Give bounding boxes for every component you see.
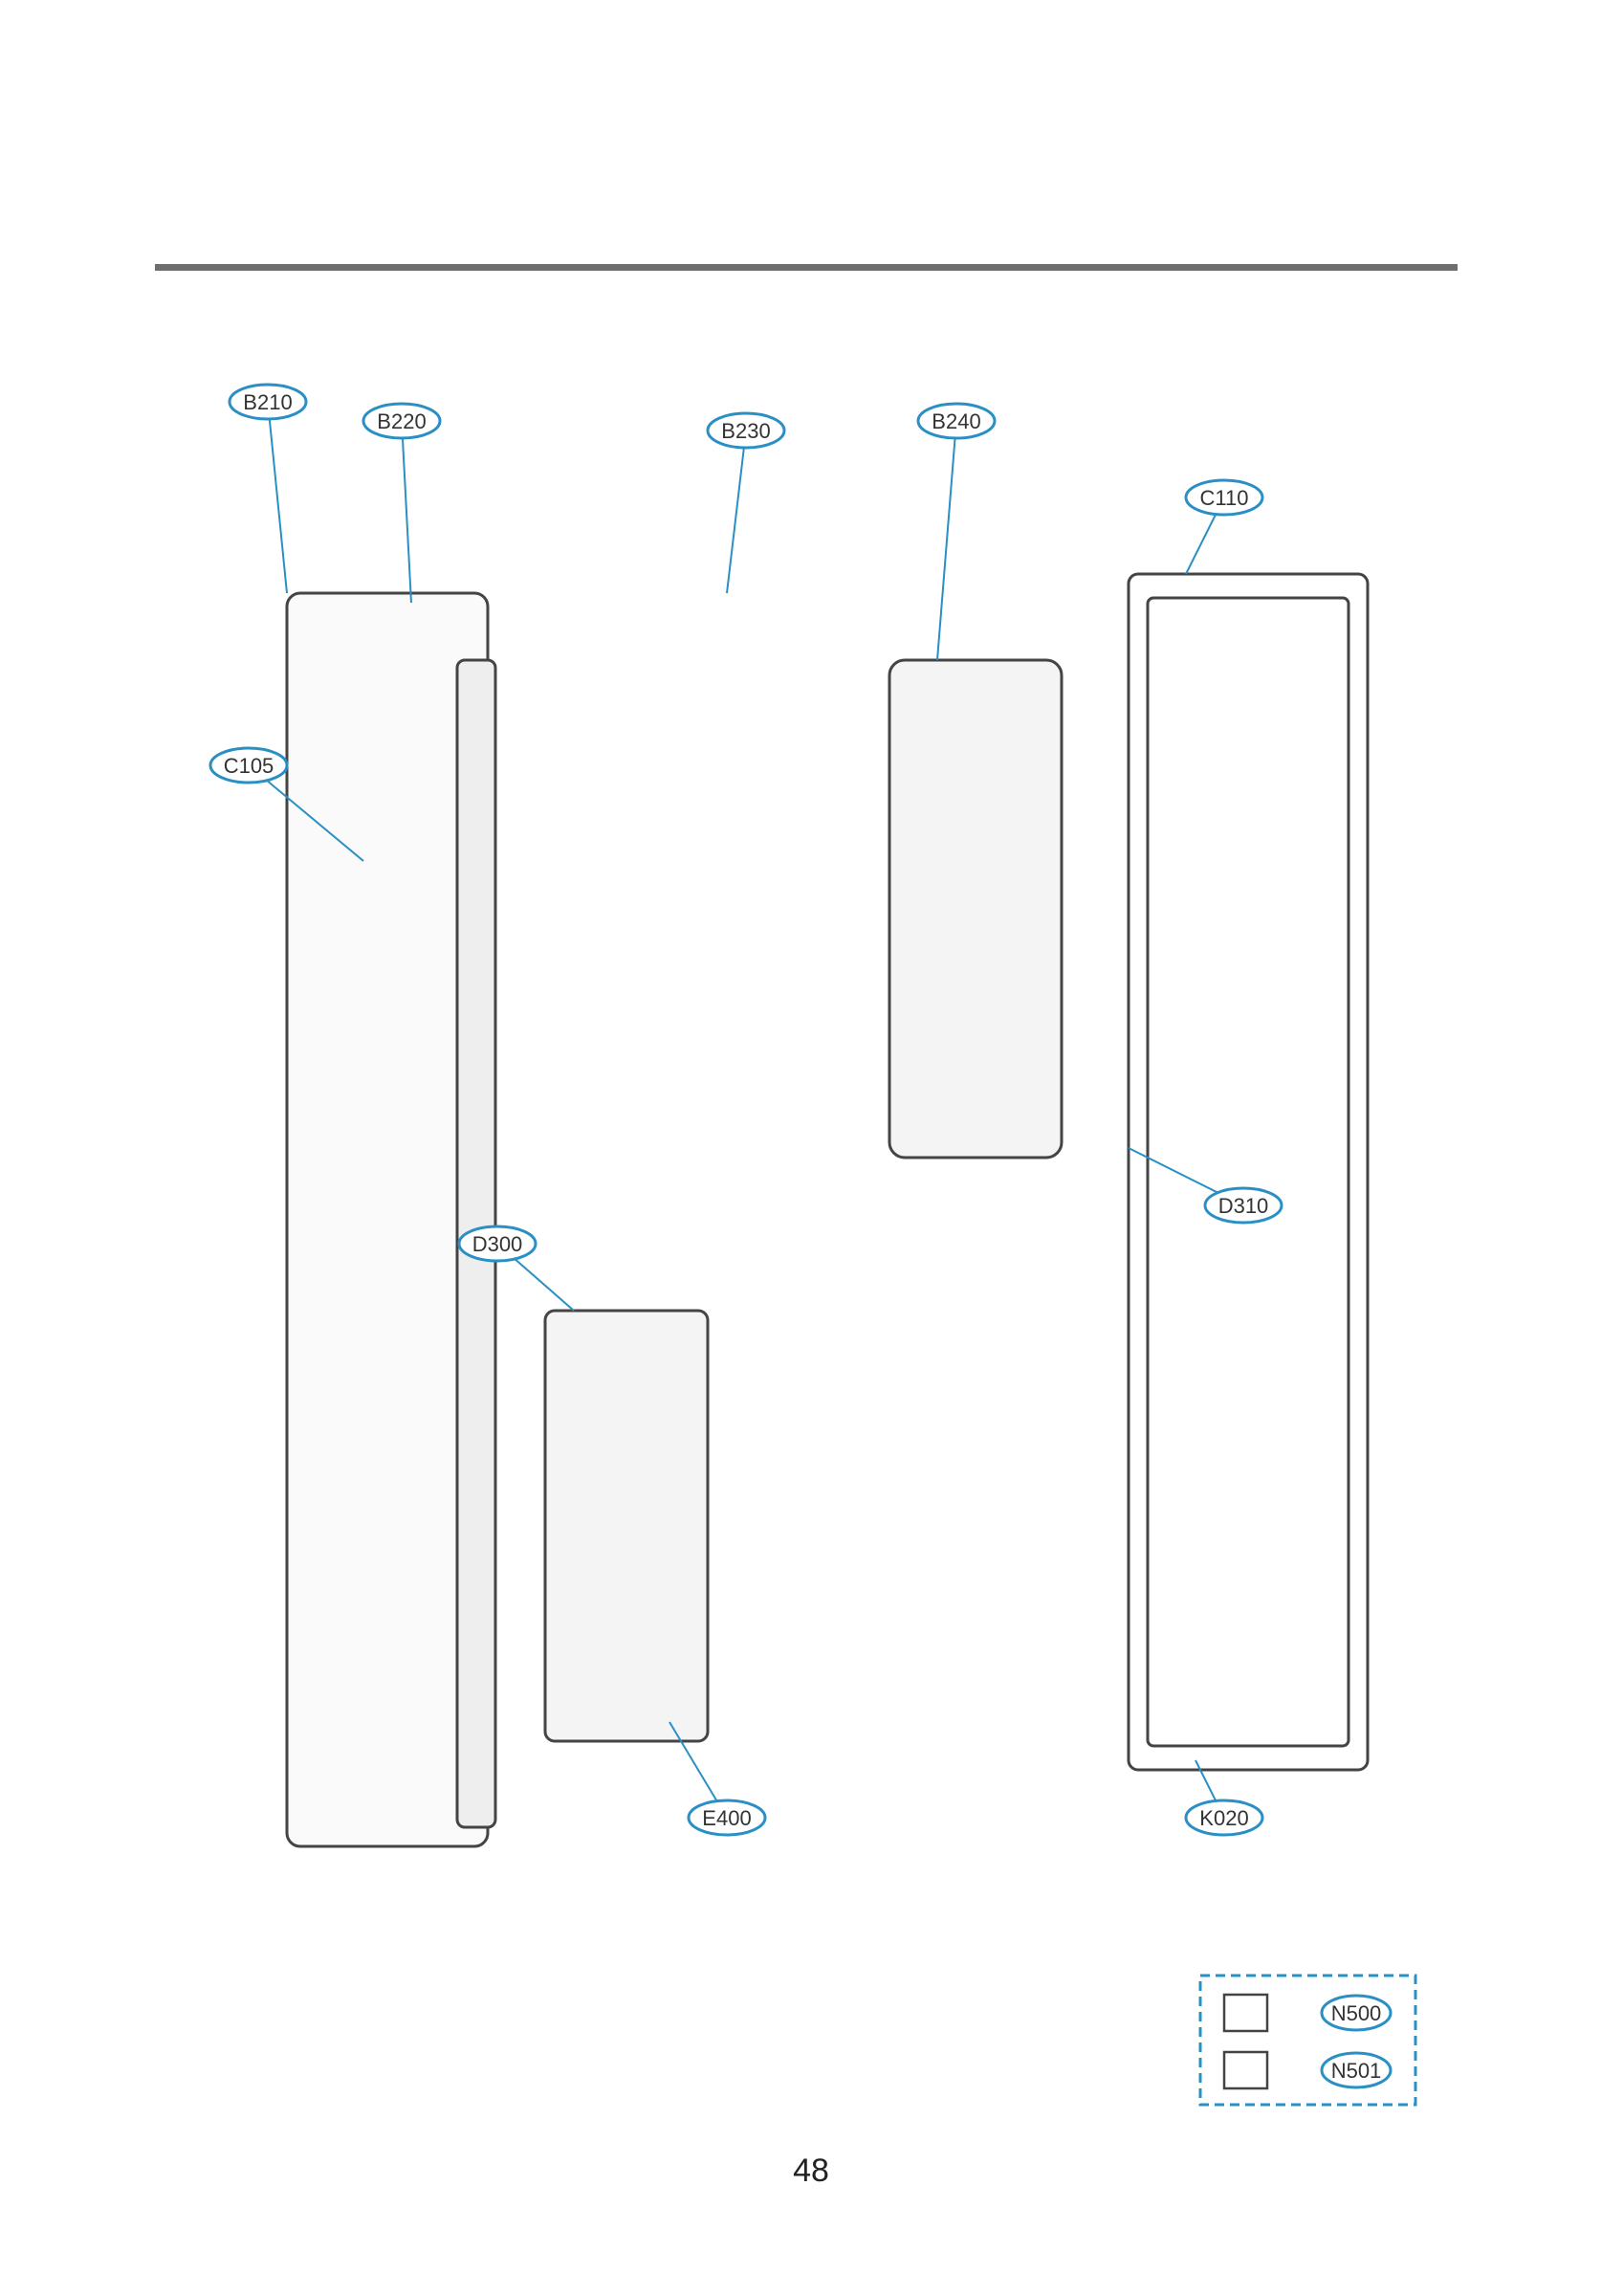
callout-bubble xyxy=(1184,1799,1264,1837)
kit-part-icon xyxy=(1222,1993,1269,2033)
callout-bubble xyxy=(362,402,442,440)
callout-bubble xyxy=(687,1799,767,1837)
callout-label: B240 xyxy=(932,409,980,433)
callout-bubble xyxy=(228,383,308,421)
callout-bubble xyxy=(1184,478,1264,517)
kit-item-bubble xyxy=(1320,2051,1393,2089)
callout-bubble xyxy=(916,402,997,440)
callout-bubble xyxy=(1203,1186,1283,1225)
callout-leader xyxy=(936,420,957,661)
callout-bubble xyxy=(208,746,289,784)
callout-bubble xyxy=(706,411,786,450)
kit-item-label: N500 xyxy=(1331,2001,1382,2025)
callout-label: C110 xyxy=(1200,486,1249,510)
callout-label: B220 xyxy=(377,409,426,433)
inner-tray xyxy=(888,658,1064,1159)
callout-leader xyxy=(726,430,747,594)
header-rule xyxy=(155,264,1458,271)
gasket-frame xyxy=(1127,572,1370,1772)
callout-leader xyxy=(401,420,412,604)
service-kit-group: N500 N501 xyxy=(1198,1974,1417,2107)
callout-label: K020 xyxy=(1199,1806,1248,1830)
service-kit-box xyxy=(1198,1974,1417,2107)
callout-label: C105 xyxy=(224,754,274,778)
callout-label: E400 xyxy=(702,1806,751,1830)
filter-cover xyxy=(543,1309,710,1743)
door-panel xyxy=(285,591,497,1848)
kit-part-icon xyxy=(1222,2050,1269,2090)
callout-label: B230 xyxy=(721,419,770,443)
callout-leader xyxy=(267,401,288,594)
callout-bubble xyxy=(457,1225,537,1263)
callout-label: D300 xyxy=(472,1232,523,1256)
page-number: 48 xyxy=(793,2152,829,2189)
kit-item-label: N501 xyxy=(1331,2059,1382,2083)
callout-label: D310 xyxy=(1218,1194,1269,1218)
kit-item-bubble xyxy=(1320,1994,1393,2032)
callout-label: B210 xyxy=(243,390,292,414)
